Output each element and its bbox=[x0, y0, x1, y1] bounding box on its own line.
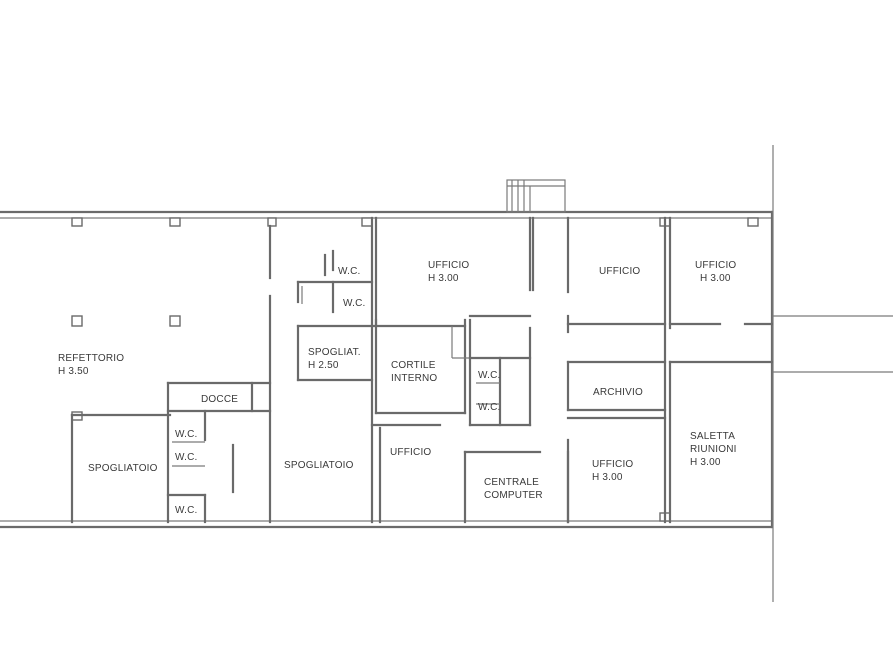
room-label-archivio: ARCHIVIO bbox=[593, 387, 643, 398]
room-height-spogliat: H 2.50 bbox=[308, 360, 339, 371]
room-label-ufficio-1: UFFICIO bbox=[428, 260, 469, 271]
room-label-wc-5: W.C. bbox=[175, 429, 197, 440]
room-label-wc-1: W.C. bbox=[338, 266, 360, 277]
room-label-wc-2: W.C. bbox=[343, 298, 365, 309]
room-label-docce: DOCCE bbox=[201, 394, 238, 405]
room-label-ufficio-5: UFFICIO bbox=[592, 459, 633, 470]
room-label-saletta-2: RIUNIONI bbox=[690, 444, 737, 455]
room-height-saletta: H 3.00 bbox=[690, 457, 721, 468]
room-height-refettorio: H 3.50 bbox=[58, 366, 89, 377]
room-height-ufficio-1: H 3.00 bbox=[428, 273, 459, 284]
room-label-centrale: CENTRALE bbox=[484, 477, 539, 488]
room-labels: REFETTORIO H 3.50 W.C. W.C. UFFICIO H 3.… bbox=[58, 260, 737, 516]
room-height-ufficio-3: H 3.00 bbox=[700, 273, 731, 284]
room-label-ufficio-2: UFFICIO bbox=[599, 266, 640, 277]
room-label-refettorio: REFETTORIO bbox=[58, 353, 124, 364]
entrance-stair bbox=[506, 179, 566, 213]
room-label-ufficio-4: UFFICIO bbox=[390, 447, 431, 458]
room-label-ufficio-3: UFFICIO bbox=[695, 260, 736, 271]
room-label-spogliatoio-2: SPOGLIATOIO bbox=[284, 460, 354, 471]
room-label-saletta: SALETTA bbox=[690, 431, 735, 442]
interior-walls bbox=[70, 216, 774, 524]
room-label-wc-4: W.C. bbox=[478, 402, 500, 413]
room-label-spogliatoio-1: SPOGLIATOIO bbox=[88, 463, 158, 474]
exterior-walls bbox=[0, 145, 893, 602]
room-label-wc-6: W.C. bbox=[175, 452, 197, 463]
room-height-ufficio-5: H 3.00 bbox=[592, 472, 623, 483]
room-label-cortile-2: INTERNO bbox=[391, 373, 437, 384]
room-label-centrale-2: COMPUTER bbox=[484, 490, 543, 501]
room-label-wc-3: W.C. bbox=[478, 370, 500, 381]
room-label-cortile: CORTILE bbox=[391, 360, 436, 371]
room-label-spogliat: SPOGLIAT. bbox=[308, 347, 361, 358]
room-label-wc-7: W.C. bbox=[175, 505, 197, 516]
